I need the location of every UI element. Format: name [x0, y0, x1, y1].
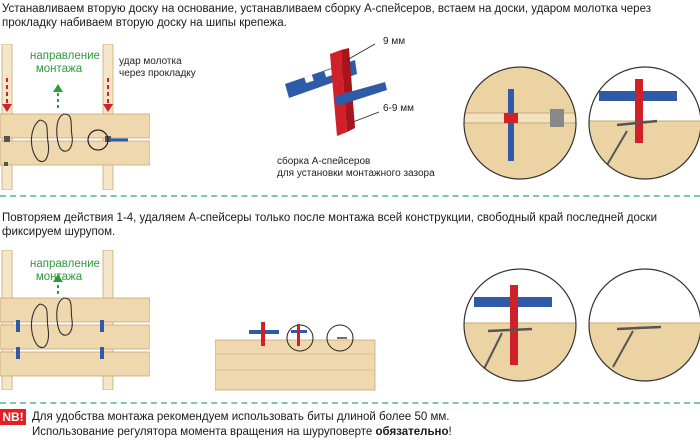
hammer-label: удар молотка через прокладку — [119, 56, 196, 79]
spacer-assembly-illustration — [285, 43, 387, 136]
nb-badge: NB! — [0, 409, 26, 425]
deck-top-view-1 — [0, 44, 150, 190]
step2-text: Повторяем действия 1-4, удаляем А-спейсе… — [2, 212, 658, 238]
dim-9mm: 9 мм — [383, 36, 406, 47]
direction-label-2: направление монтажа — [30, 258, 100, 283]
detail-circle-3 — [463, 268, 577, 382]
detail-circle-4 — [588, 268, 700, 382]
section-separator — [0, 195, 700, 197]
direction-label-1: направление монтажа — [30, 50, 100, 75]
deck-top-view-2 — [0, 250, 150, 390]
section-separator-2 — [0, 402, 700, 404]
spacer-caption: сборка А-спейсеров для установки монтажн… — [277, 156, 435, 179]
board-side-view — [215, 322, 376, 391]
step1-text: Устанавливаем вторую доску на основание,… — [2, 3, 651, 29]
note-line-2: Использование регулятора момента вращени… — [32, 426, 452, 438]
note-line-1: Для удобства монтажа рекомендуем использ… — [32, 411, 450, 423]
note-emphasis: обязательно — [375, 426, 449, 438]
detail-circle-1 — [463, 66, 577, 180]
detail-circle-2 — [588, 66, 700, 180]
dim-6-9mm: 6-9 мм — [383, 103, 414, 114]
